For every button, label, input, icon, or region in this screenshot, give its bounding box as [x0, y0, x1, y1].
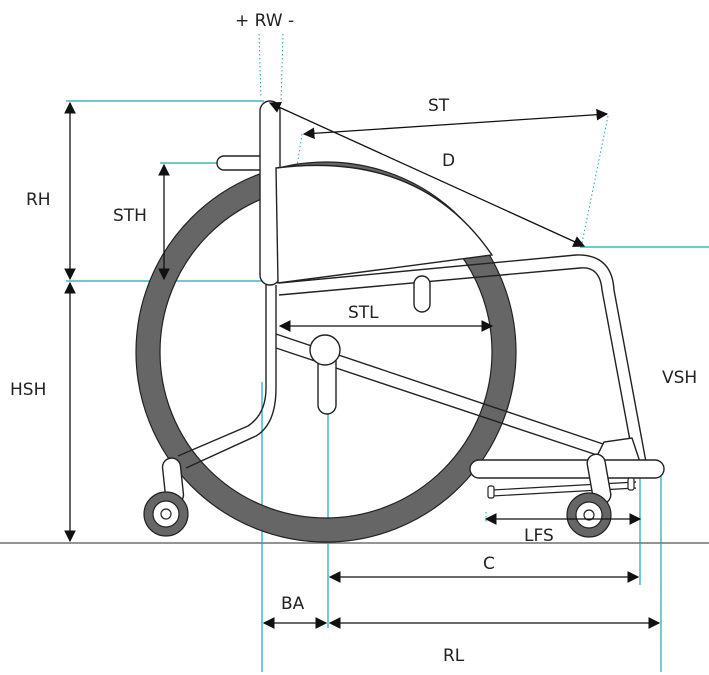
label-lfs: LFS — [524, 526, 554, 546]
label-c: C — [483, 554, 495, 574]
label-st: ST — [428, 96, 450, 116]
st-arrow — [302, 108, 609, 140]
dimension-arrows — [64, 101, 661, 629]
seat-strut — [413, 275, 431, 313]
label-stl: STL — [348, 303, 379, 323]
label-vsh: VSH — [662, 368, 697, 388]
wheelchair-frame — [177, 254, 647, 469]
label-rh: RH — [26, 190, 51, 210]
anti-tip-bar — [487, 477, 637, 499]
front-caster — [143, 457, 189, 537]
label-rw: + RW - — [235, 11, 294, 31]
label-d: D — [442, 151, 455, 171]
label-ba: BA — [281, 594, 305, 614]
axle-hub — [309, 334, 341, 366]
label-rl: RL — [443, 646, 465, 666]
label-hsh: HSH — [10, 380, 46, 400]
d-arrow — [268, 102, 586, 247]
label-sth: STH — [113, 206, 147, 226]
footplate — [469, 459, 665, 479]
